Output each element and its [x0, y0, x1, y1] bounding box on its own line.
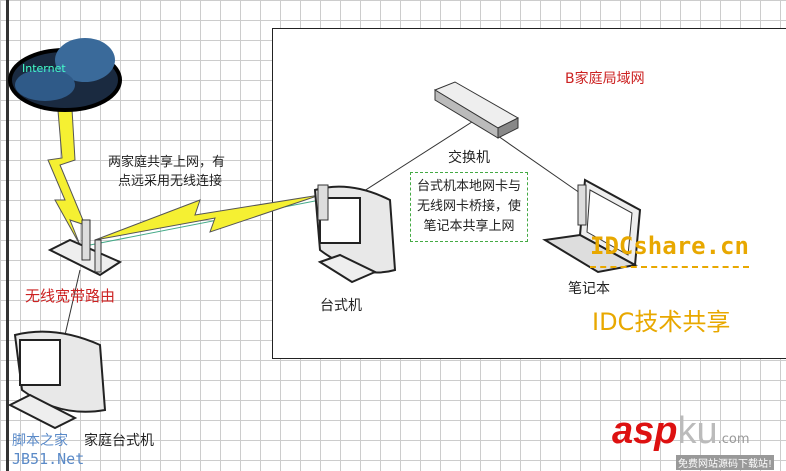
jb51-net-watermark: JB51.Net: [12, 450, 85, 468]
home-pc-label: 家庭台式机: [84, 433, 154, 449]
logo-part: .com: [717, 432, 750, 447]
desktop-computer-icon: [313, 184, 397, 284]
router-icon: [47, 219, 123, 277]
home-desktop-icon: [7, 330, 107, 430]
logo-part: ku: [677, 410, 718, 452]
idc-watermark-title: IDC技术共享: [592, 308, 731, 336]
switch-label: 交换机: [448, 150, 490, 166]
logo-part: asp: [612, 410, 678, 452]
router-label: 无线宽带路由: [25, 287, 116, 305]
desktop-label: 台式机: [320, 298, 362, 314]
aspku-logo: aspku.com: [612, 410, 750, 453]
idc-watermark-site: IDCshare.cn: [590, 232, 749, 268]
cloud-icon: [8, 38, 122, 112]
aspku-slogan: 免费网站源码下载站!: [676, 455, 775, 470]
switch-icon: [433, 81, 520, 139]
laptop-label: 笔记本: [568, 281, 610, 297]
note-line: 点远采用无线连接: [118, 174, 223, 189]
wireless-note: 两家庭共享上网，有 点远采用无线连接: [108, 153, 225, 191]
note-line: 无线网卡桥接，使: [417, 199, 522, 214]
note-line: 两家庭共享上网，有: [108, 155, 226, 170]
lightning-bolt-internet: [47, 74, 86, 246]
left-border: [6, 0, 9, 471]
note-line: 台式机本地网卡与: [417, 179, 522, 194]
jb51-watermark: 脚本之家: [12, 433, 68, 449]
lightning-bolt-link: [94, 194, 321, 241]
laptop-icon: [542, 178, 642, 274]
lan-title: B家庭局域网: [565, 71, 645, 87]
note-line: 笔记本共享上网: [423, 219, 515, 234]
cloud-label: Internet: [22, 62, 66, 75]
bridge-note: 台式机本地网卡与 无线网卡桥接，使 笔记本共享上网: [410, 172, 529, 242]
